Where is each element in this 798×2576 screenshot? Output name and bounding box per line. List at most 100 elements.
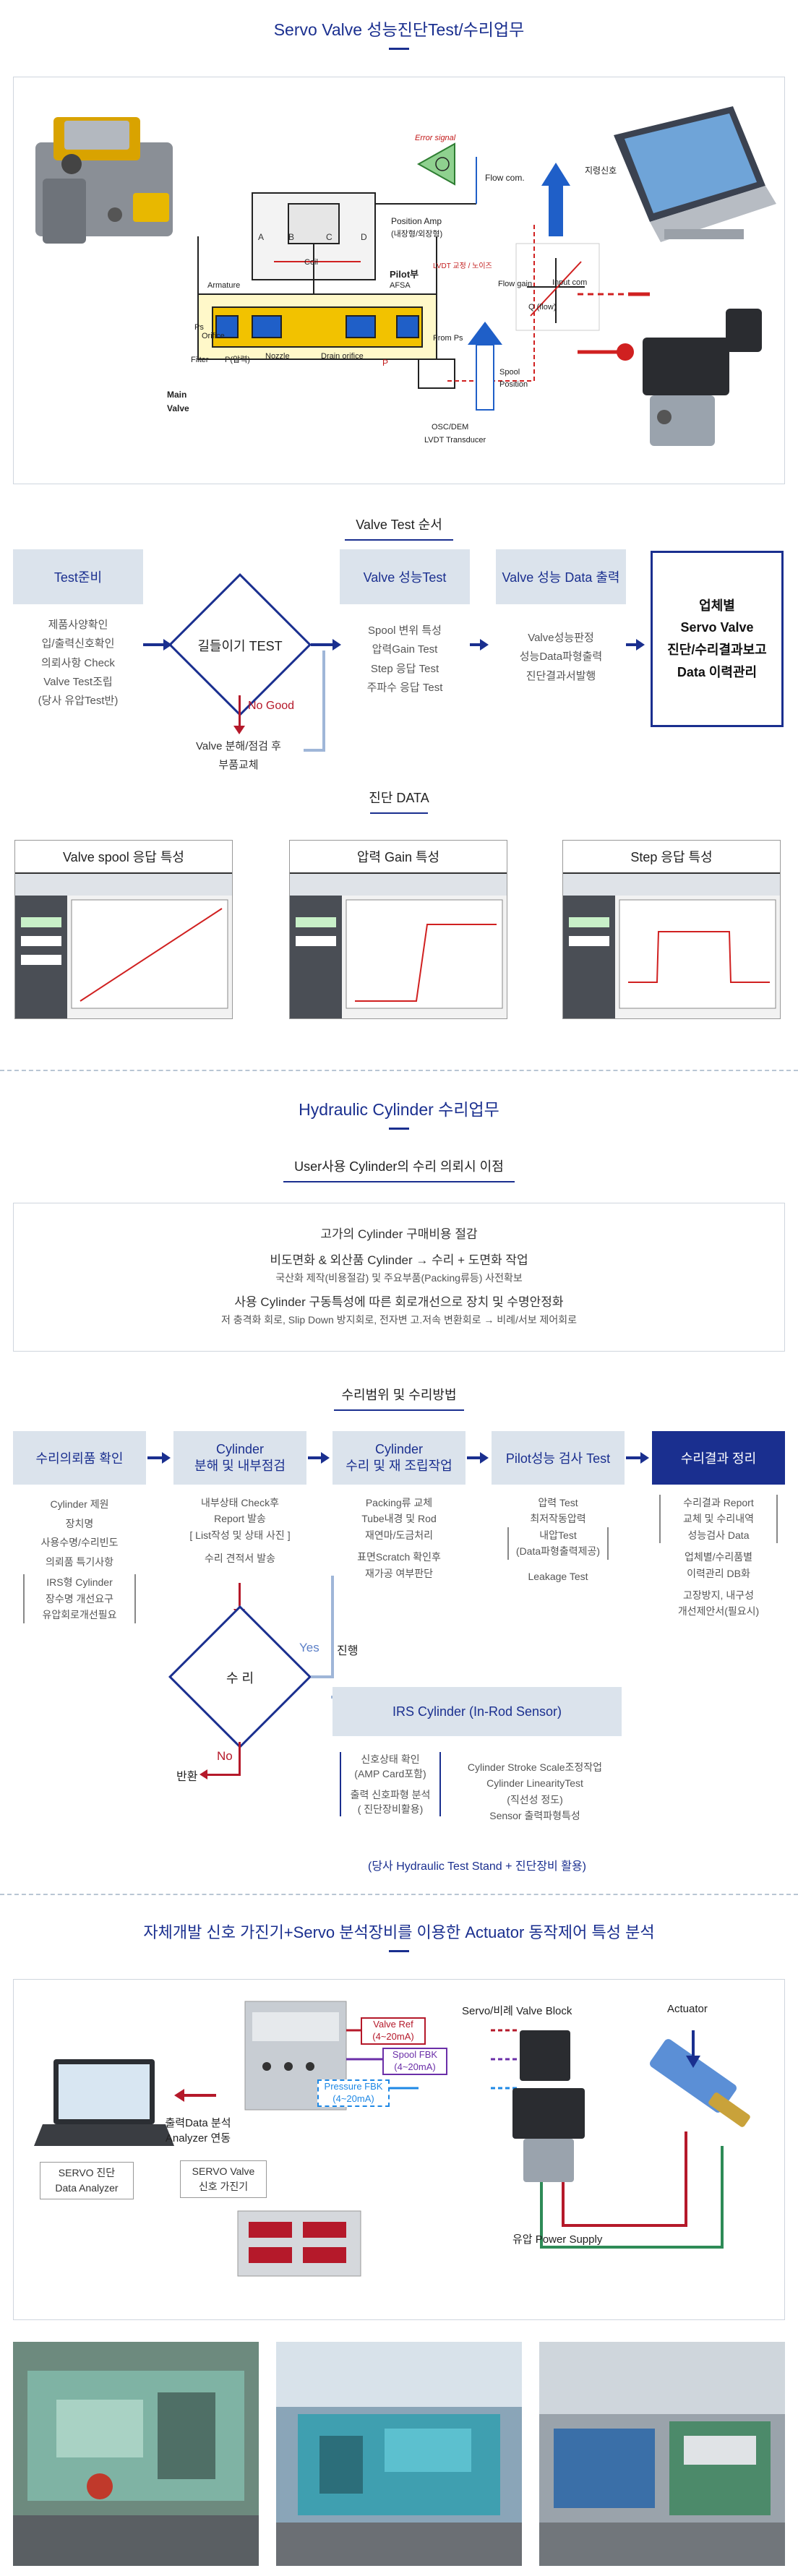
label-q-flow: Q (flow) xyxy=(528,303,557,312)
final-line: 업체별 xyxy=(699,598,735,613)
label-drain-orifice: Drain orifice xyxy=(321,352,364,361)
irs-cylinder-head: IRS Cylinder (In-Rod Sensor) xyxy=(332,1687,622,1736)
signal-line: Pressure FBK xyxy=(324,2081,383,2092)
step-line: 수리 견적서 발송 xyxy=(205,1553,275,1565)
label-lvdt-transducer: LVDT Transducer xyxy=(424,436,486,445)
step-line: Packing류 교체 xyxy=(365,1497,433,1508)
step-line: 의뢰사항 Check xyxy=(41,656,115,669)
step-line: Cylinder 제원 xyxy=(50,1498,109,1510)
step-line: 수리결과 Report xyxy=(683,1497,754,1508)
label-ps: Ps xyxy=(194,323,204,332)
analyzer-line: SERVO 진단 xyxy=(58,2167,116,2178)
section1-title-text: Servo Valve 성능진단Test/수리업무 xyxy=(273,20,525,39)
step-line xyxy=(652,1581,785,1587)
label-from-ps: From Ps xyxy=(433,334,463,343)
spool-response-panel: Valve spool 응답 특성 xyxy=(14,840,233,1019)
step-line: 제품사양확인 xyxy=(48,619,108,631)
final-line: Data 이력관리 xyxy=(677,664,758,679)
facility-photo-2-art xyxy=(276,2342,522,2566)
step-head-text: Pilot성능 검사 Test xyxy=(505,1451,611,1466)
flow-arrow-line xyxy=(467,1456,481,1459)
signal-line: Valve Ref xyxy=(373,2019,413,2030)
servo-valve-diagram xyxy=(35,106,776,446)
label-p: P xyxy=(382,358,389,368)
final-line: 진단/수리결과보고 xyxy=(667,643,767,657)
final-report-box: 업체별 Servo Valve 진단/수리결과보고 Data 이력관리 xyxy=(651,551,784,727)
return-loop-h xyxy=(304,749,325,752)
irs-left-box: 신호상태 확인 (AMP Card포함) 출력 신호파형 분석 ( 진단장비활용… xyxy=(340,1752,441,1817)
no-good-label: No Good xyxy=(248,700,295,712)
power-supply-label: 유압 Power Supply xyxy=(512,2233,603,2246)
valve-test-title: Valve Test 순서 xyxy=(0,515,798,541)
step-line: 의뢰품 특기사항 xyxy=(45,1555,114,1568)
fail-action-line: 부품교체 xyxy=(218,759,259,772)
analyzer-line: Data Analyzer xyxy=(55,2182,119,2194)
test-stand-note: (당사 Hydraulic Test Stand + 진단장비 활용) xyxy=(368,1860,586,1873)
flow-arrow-head xyxy=(332,639,341,651)
cyl-step-result-head: 수리결과 정리 xyxy=(652,1431,785,1485)
step-line: 재연마/도금처리 xyxy=(364,1529,434,1541)
step-valve-perf-test-body: Spool 변위 특성 압력Gain Test Step 응답 Test 주파수… xyxy=(340,622,470,697)
cyl-step-disassembly-head: Cylinder 분해 및 내부점검 xyxy=(173,1431,306,1485)
label-flow-gain: Flow gain xyxy=(498,280,533,288)
panel-title-text: Step 응답 특성 xyxy=(630,850,713,864)
cyl-step-check-body: Cylinder 제원 장치명 사용수명/수리빈도 의뢰품 특기사항 IRS형 … xyxy=(13,1495,146,1623)
step-line: 업체별/수리품별 xyxy=(684,1551,753,1563)
step-valve-data-output-head: Valve 성능 Data 출력 xyxy=(496,549,626,604)
irs-requirement-box: IRS형 Cylinder 장수명 개선요구 유압회로개선필요 xyxy=(23,1574,136,1623)
signal-generator-label: SERVO Valve 신호 가진기 xyxy=(180,2160,267,2198)
step-line: 압력Gain Test xyxy=(372,643,438,656)
feedback-arrows xyxy=(468,163,570,411)
title-underline xyxy=(389,1128,409,1130)
panel-title: 압력 Gain 특성 xyxy=(290,841,507,874)
no-good-arrowhead xyxy=(233,726,245,734)
break-in-test-label: 길들이기 TEST xyxy=(197,639,283,653)
title-underline xyxy=(389,48,409,50)
return-loop-v xyxy=(322,651,325,752)
step-line: Valve Test조립 xyxy=(43,675,113,688)
laptop-analyzer xyxy=(614,106,776,242)
step-line: 신호상태 확인 xyxy=(361,1753,420,1765)
step-line: 표면Scratch 확인후 xyxy=(357,1551,441,1563)
step-line: 압력 Test xyxy=(538,1497,578,1508)
amp-triangle xyxy=(416,142,455,186)
section-separator xyxy=(0,1894,798,1895)
benefits-box: 고가의 Cylinder 구매비용 절감 비도면화 & 외산품 Cylinder… xyxy=(13,1203,785,1352)
spool-fbk-signal: Spool FBK (4~20mA) xyxy=(382,2048,447,2075)
step-line: IRS형 Cylinder xyxy=(46,1576,113,1589)
label-pressure: P(압력) xyxy=(225,356,250,364)
fail-action-text: Valve 분해/점검 후 부품교체 xyxy=(173,737,304,776)
section5-title: 자체개발 신호 가진기+Servo 분석장비를 이용한 Actuator 동작제… xyxy=(0,1920,798,1952)
label-position-amp: Position Amp xyxy=(391,216,442,226)
step-line: 내압Test xyxy=(539,1529,577,1541)
flow-arrow-head xyxy=(636,639,645,651)
step-line: ( 진단장비활용) xyxy=(357,1803,424,1815)
label-letter-c: C xyxy=(326,232,332,242)
panel-title: Valve spool 응답 특성 xyxy=(15,841,232,874)
step-line: 최저작동압력 xyxy=(530,1513,586,1525)
title-underline xyxy=(389,1950,409,1952)
section4-title-text: Hydraulic Cylinder 수리업무 xyxy=(299,1100,499,1119)
step-line: (Data파형출력제공) xyxy=(515,1545,601,1558)
no-good-line xyxy=(239,695,241,729)
servo-valve-diagram-frame: Error signal Position Amp (내장형/외장형) Flow… xyxy=(13,77,785,484)
title-underline xyxy=(283,1181,515,1182)
step-head-text: 수리결과 정리 xyxy=(680,1451,757,1466)
flow-arrow-head xyxy=(480,639,489,651)
facility-photo-1 xyxy=(13,2342,259,2566)
analyzer-device xyxy=(237,2210,361,2277)
step-head-text: Cylinder 수리 및 재 조립작업 xyxy=(346,1441,452,1473)
actuator xyxy=(650,2039,750,2127)
irs-cylinder-box: IRS Cylinder (In-Rod Sensor) 신호상태 확인 (AM… xyxy=(332,1687,622,1849)
step-response-screenshot xyxy=(563,874,780,1018)
report-box: 수리결과 Report 교체 및 수리내역 성능검사 Data xyxy=(659,1495,778,1544)
process-title-text: 수리범위 및 수리방법 xyxy=(341,1388,457,1402)
flow-arrow-line xyxy=(147,1456,163,1459)
step-line: 입/출력신호확인 xyxy=(41,637,115,651)
step-head-text: 수리의뢰품 확인 xyxy=(35,1451,124,1466)
signal-line: (4~20mA) xyxy=(332,2092,374,2104)
step-line: 장치명 xyxy=(65,1517,94,1529)
step-line: Report 발송 xyxy=(214,1513,266,1525)
flow-arrow-line xyxy=(311,643,335,646)
step-line: 사용수명/수리빈도 xyxy=(40,1537,119,1549)
